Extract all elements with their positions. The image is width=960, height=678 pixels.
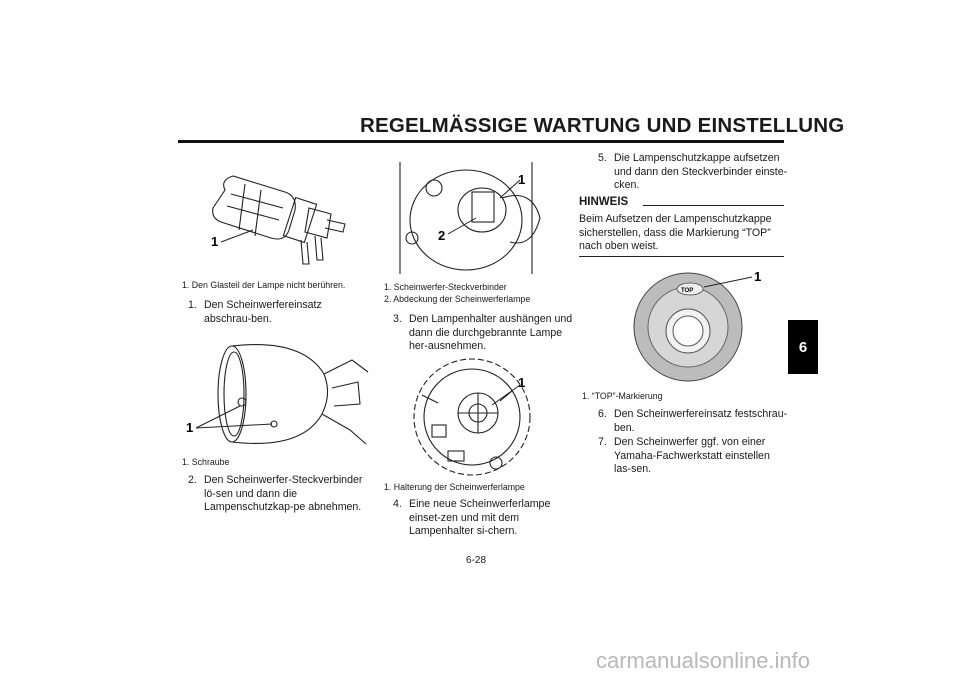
holder-caption: 1. Halterung der Scheinwerferlampe xyxy=(384,482,525,492)
step-5: 5.Die Lampenschutzkappe aufsetzen und da… xyxy=(598,152,788,191)
page-number: 6-28 xyxy=(466,555,487,566)
hinweis-label: HINWEIS xyxy=(579,196,629,208)
connector-caption-1: 1. Scheinwerfer-Steckverbinder xyxy=(384,282,507,292)
connector-callout-1: 1 xyxy=(518,172,525,187)
connector-callout-2: 2 xyxy=(438,228,445,243)
headlight-caption: 1. Schraube xyxy=(182,457,230,467)
hinweis-heading: HINWEIS xyxy=(579,196,784,210)
headlight-illustration: 1 xyxy=(186,343,369,445)
step-4: 4.Eine neue Scheinwerferlampe einset-zen… xyxy=(393,498,551,537)
connector-illustration: 1 2 xyxy=(399,162,541,274)
hinweis-separator xyxy=(579,256,784,257)
cover-caption: 1. “TOP”-Markierung xyxy=(582,391,663,401)
top-mark: TOP xyxy=(681,288,693,294)
bulb-caption: 1. Den Glasteil der Lampe nicht berühren… xyxy=(182,280,346,290)
step-1: 1.Den Scheinwerfereinsatz abschrau-ben. xyxy=(188,299,322,325)
step-6: 6.Den Scheinwerfereinsatz festschrau-ben… xyxy=(598,408,788,434)
step-3: 3.Den Lampenhalter aushängen und dann di… xyxy=(393,313,573,352)
watermark: carmanualsonline.info xyxy=(596,648,811,673)
cover-illustration: TOP 1 xyxy=(633,269,761,382)
page-title: REGELMÄSSIGE WARTUNG UND EINSTELLUNG xyxy=(360,114,845,137)
hinweis-text: Beim Aufsetzen der Lampenschutzkappe sic… xyxy=(579,213,772,252)
bulb-illustration: 1 xyxy=(211,175,346,265)
chapter-tab: 6 xyxy=(788,320,818,374)
connector-caption-2: 2. Abdeckung der Scheinwerferlampe xyxy=(384,294,531,304)
cover-callout: 1 xyxy=(754,269,761,284)
step-7: 7.Den Scheinwerfer ggf. von einer Yamaha… xyxy=(598,436,770,475)
holder-illustration: 1 xyxy=(413,358,531,476)
holder-callout: 1 xyxy=(518,375,525,390)
title-rule xyxy=(178,140,784,143)
headlight-callout: 1 xyxy=(186,420,193,435)
bulb-callout: 1 xyxy=(211,234,218,249)
step-2: 2.Den Scheinwerfer-Steckverbinder lö-sen… xyxy=(188,474,363,513)
